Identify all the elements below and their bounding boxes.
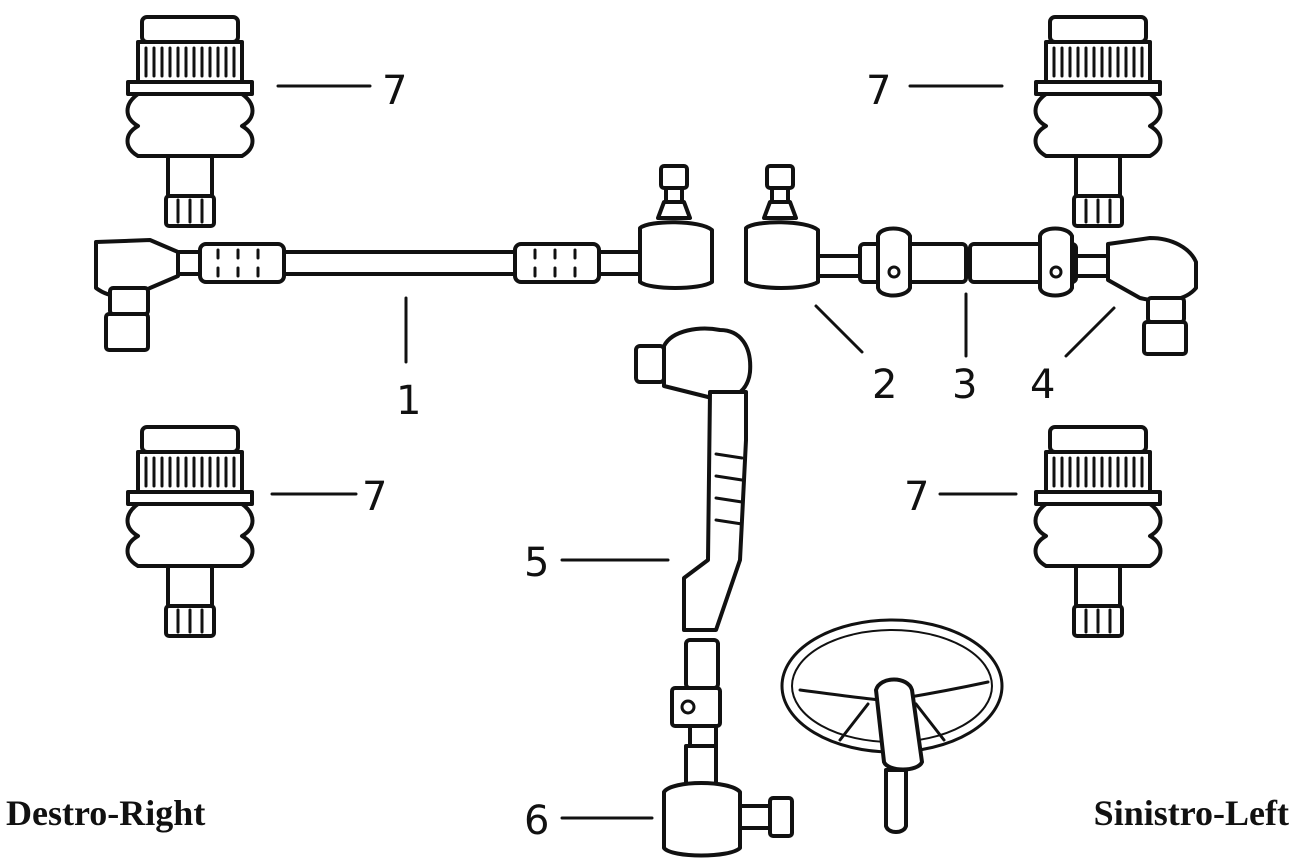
callout-6: 6 — [524, 798, 549, 844]
tie-rod-right-assembly — [744, 164, 1198, 356]
label-destro-right: Destro-Right — [6, 793, 206, 833]
label-sinistro-left: Sinistro-Left — [1093, 793, 1289, 833]
leader-lines — [270, 84, 1116, 820]
callout-numbers: 7 7 7 7 1 2 3 4 5 6 — [362, 68, 1055, 844]
ball-joint-bottom-right — [1033, 425, 1163, 638]
callout-1: 1 — [396, 378, 421, 424]
callout-4: 4 — [1030, 362, 1055, 408]
callout-7-top-left: 7 — [382, 68, 407, 114]
callout-2: 2 — [872, 362, 897, 408]
callout-5: 5 — [524, 540, 549, 586]
callout-7-top-right: 7 — [866, 68, 891, 114]
callout-3: 3 — [952, 362, 977, 408]
callout-7-bottom-right: 7 — [904, 474, 929, 520]
tie-rod-left — [94, 164, 714, 352]
callout-7-bottom-left: 7 — [362, 474, 387, 520]
drag-link — [634, 326, 794, 858]
ball-joint-top-right — [1033, 15, 1163, 228]
ball-joint-top-left — [125, 15, 255, 228]
steering-wheel — [780, 618, 1004, 834]
ball-joint-bottom-left — [125, 425, 255, 638]
